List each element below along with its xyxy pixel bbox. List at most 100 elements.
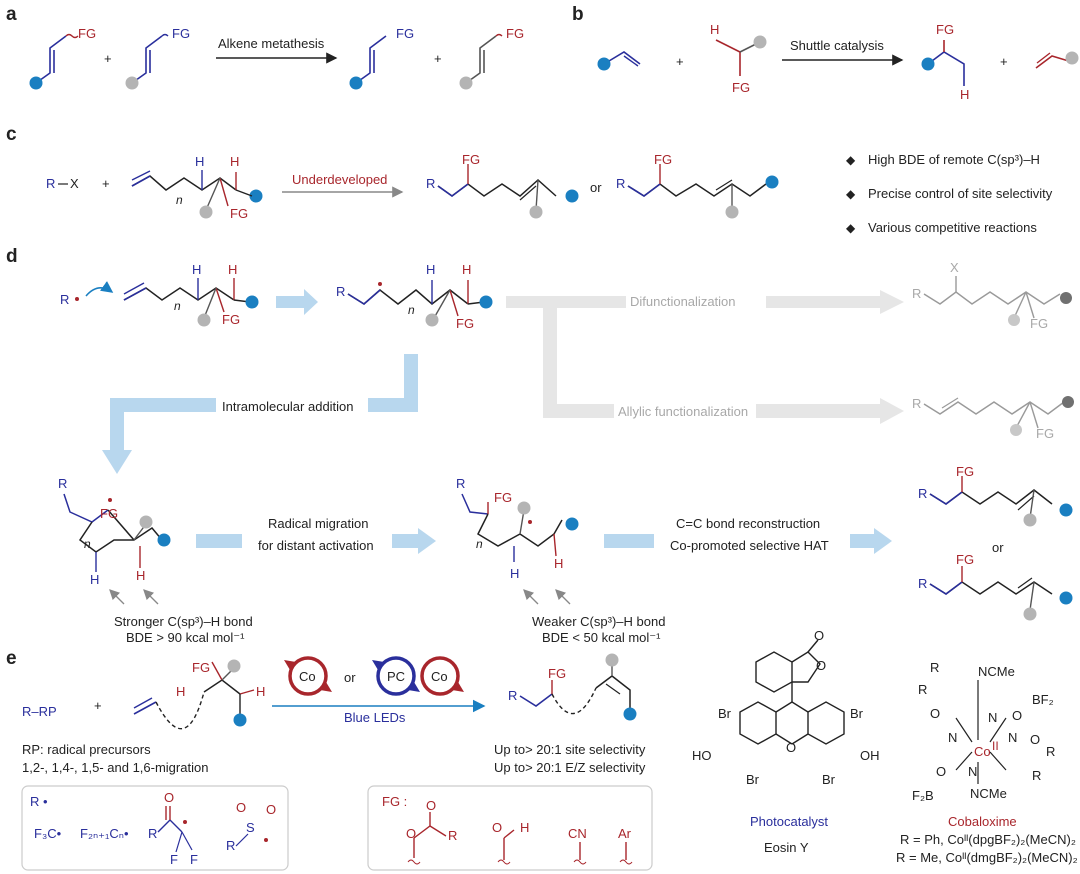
h-label: H bbox=[136, 568, 145, 583]
teal-dot-icon bbox=[1059, 591, 1073, 605]
r-label: R bbox=[148, 826, 157, 841]
fg-box: FG : O O R O H CN Ar bbox=[367, 785, 653, 871]
n-label: n bbox=[176, 193, 183, 207]
panel-e-product: R FG bbox=[508, 653, 637, 721]
o-label: O bbox=[426, 798, 436, 813]
radical-dot-icon bbox=[75, 297, 79, 301]
h-label: H bbox=[176, 684, 185, 699]
h-label: H bbox=[462, 262, 471, 277]
n-atom-label: N bbox=[988, 710, 997, 725]
bf2-label: BF₂ bbox=[1032, 692, 1054, 707]
panel-a-product-1: FG bbox=[349, 26, 414, 90]
fg-label: FG bbox=[222, 312, 240, 327]
gray-dot-icon bbox=[125, 76, 139, 90]
cc-label-1: C=C bond reconstruction bbox=[676, 516, 820, 531]
fg-label: FG bbox=[172, 26, 190, 41]
o-label: O bbox=[786, 740, 796, 755]
gray-dot-icon bbox=[1065, 51, 1079, 65]
bullet-text: Various competitive reactions bbox=[868, 220, 1037, 235]
gray-dot-icon bbox=[199, 205, 213, 219]
o-label: O bbox=[164, 790, 174, 805]
co-cycle-icon bbox=[420, 656, 460, 696]
r-label: R bbox=[918, 486, 927, 501]
fg-label: FG bbox=[1030, 316, 1048, 331]
dark-dot-icon bbox=[1062, 396, 1074, 408]
o-atom-label: O bbox=[930, 706, 940, 721]
s-label: S bbox=[246, 820, 255, 835]
panel-d-allylic-product: R FG bbox=[912, 396, 1074, 441]
plus-sign: + bbox=[676, 54, 684, 69]
panel-b-product: FG H bbox=[921, 22, 969, 102]
fg-box-title: FG : bbox=[382, 794, 407, 809]
cc-reconstruction-arrow: C=C bond reconstruction Co-promoted sele… bbox=[604, 516, 892, 554]
h-label: H bbox=[554, 556, 563, 571]
intramolecular-label: Intramolecular addition bbox=[222, 399, 354, 414]
br-label: Br bbox=[850, 706, 864, 721]
panel-c-product-1: R FG bbox=[426, 152, 579, 219]
teal-dot-icon bbox=[157, 533, 171, 547]
n-atom-label: N bbox=[1008, 730, 1017, 745]
r-label: R bbox=[58, 476, 67, 491]
r-box-title: R • bbox=[30, 794, 48, 809]
h-label: H bbox=[195, 154, 204, 169]
n-label: n bbox=[84, 537, 91, 551]
gray-dot-icon bbox=[1023, 513, 1037, 527]
fg-label: FG bbox=[1036, 426, 1054, 441]
radical-dot-icon bbox=[183, 820, 187, 824]
radical-migration-arrow: Radical migration for distant activation bbox=[196, 516, 436, 554]
panel-d-intermediate: R H H FG n bbox=[336, 262, 493, 331]
intramolecular-arrow: Intramolecular addition bbox=[102, 354, 418, 474]
o-label: O bbox=[492, 820, 502, 835]
plus-sign: + bbox=[94, 698, 102, 713]
teal-dot-icon bbox=[349, 76, 363, 90]
catalytic-cycles: Co or PC Co Blue LEDs bbox=[272, 656, 486, 725]
selectivity-1: Up to> 20:1 site selectivity bbox=[494, 742, 646, 757]
perfluoroalkyl-radical: F₂ₙ₊₁Cₙ• bbox=[80, 826, 129, 841]
cobaloxime-label: Cobaloxime bbox=[948, 814, 1017, 829]
teal-dot-icon bbox=[597, 57, 611, 71]
ar-label: Ar bbox=[618, 826, 632, 841]
r-label: R bbox=[1032, 768, 1041, 783]
co-label: Co bbox=[431, 669, 448, 684]
o-label: O bbox=[266, 802, 276, 817]
fg-label: FG bbox=[654, 152, 672, 167]
teal-dot-icon bbox=[921, 57, 935, 71]
br-label: Br bbox=[822, 772, 836, 787]
r-label: R bbox=[508, 688, 517, 703]
r-label: R bbox=[60, 292, 69, 307]
gray-dot-icon bbox=[139, 515, 153, 529]
radical-migration-label-2: for distant activation bbox=[258, 538, 374, 553]
plus-sign: + bbox=[102, 176, 110, 191]
fg-label: FG bbox=[956, 464, 974, 479]
r-label: R bbox=[456, 476, 465, 491]
panel-e-substrate: FG H H bbox=[133, 659, 265, 730]
bullet-text: Precise control of site selectivity bbox=[868, 186, 1053, 201]
pointer-arrow-icon bbox=[143, 589, 159, 605]
weaker-bde-label: BDE < 50 kcal mol⁻¹ bbox=[542, 630, 661, 645]
n-label: n bbox=[174, 299, 181, 313]
eosin-label: Eosin Y bbox=[764, 840, 809, 855]
n-atom-label: N bbox=[948, 730, 957, 745]
n-label: n bbox=[476, 537, 483, 551]
or-label: or bbox=[344, 670, 356, 685]
f-label: F bbox=[190, 852, 198, 867]
r-radicals-box: R • F₃C• F₂ₙ₊₁Cₙ• O R F F R S O O bbox=[21, 785, 289, 871]
weaker-bond-label: Weaker C(sp³)–H bond bbox=[532, 614, 665, 629]
panel-c-product-2: R FG bbox=[616, 152, 779, 219]
fg-label: FG bbox=[78, 26, 96, 41]
br-label: Br bbox=[746, 772, 760, 787]
teal-dot-icon bbox=[565, 517, 579, 531]
gray-dot-icon bbox=[425, 313, 439, 327]
bullet-icon: ◆ bbox=[846, 153, 856, 167]
fg-label: FG bbox=[396, 26, 414, 41]
cf3-radical: F₃C• bbox=[34, 826, 62, 841]
co-label: Co bbox=[299, 669, 316, 684]
gray-dot-icon bbox=[1023, 607, 1037, 621]
arrow-label: Alkene metathesis bbox=[218, 36, 325, 51]
panel-d-migrated: R FG H H n Weaker C(sp³)–H bond BDE < 50… bbox=[456, 476, 665, 645]
teal-dot-icon bbox=[245, 295, 259, 309]
teal-dot-icon bbox=[565, 189, 579, 203]
n-label: n bbox=[408, 303, 415, 317]
ho-label: HO bbox=[692, 748, 712, 763]
gray-dot-icon bbox=[725, 205, 739, 219]
